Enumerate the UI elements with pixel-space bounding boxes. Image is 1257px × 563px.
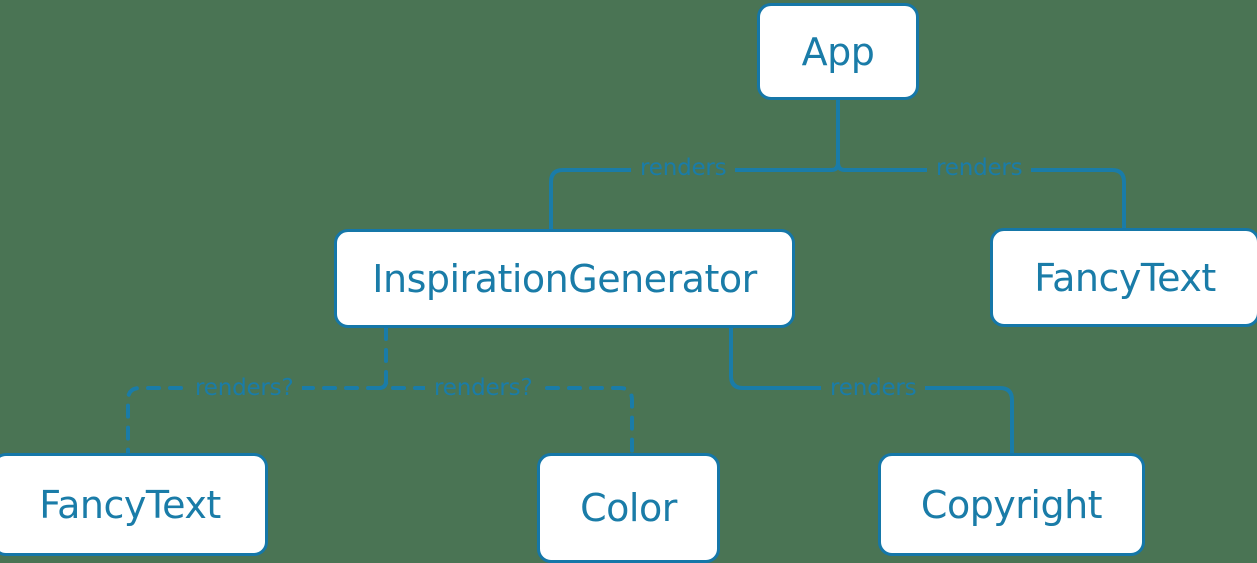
node-app-label: App	[801, 29, 875, 74]
edge-inspirationgenerator-to-fancytext	[126, 386, 381, 455]
node-color[interactable]: Color	[537, 453, 720, 563]
edge-label-app-to-inspirationgenerator: renders	[631, 157, 736, 180]
node-fancytext-left[interactable]: FancyText	[0, 453, 268, 556]
edge-label-inspirationgenerator-to-color: renders?	[425, 377, 542, 400]
edge-label-inspirationgenerator-to-copyright: renders	[821, 377, 926, 400]
edge-label-inspirationgenerator-to-fancytext: renders?	[186, 377, 303, 400]
edge-inspirationgenerator-dashed-stem	[384, 326, 395, 390]
edge-inspirationgenerator-to-color	[391, 386, 634, 455]
node-inspirationgenerator[interactable]: InspirationGenerator	[334, 229, 795, 328]
node-inspirationgenerator-label: InspirationGenerator	[372, 256, 757, 301]
node-fancytext-left-label: FancyText	[39, 482, 221, 527]
edge-app-stem	[836, 98, 847, 172]
node-copyright[interactable]: Copyright	[878, 453, 1145, 556]
edge-app-to-fancytext	[843, 168, 1126, 230]
node-fancytext-right[interactable]: FancyText	[990, 228, 1257, 327]
node-copyright-label: Copyright	[920, 482, 1103, 527]
node-color-label: Color	[580, 486, 677, 530]
edge-label-app-to-fancytext: renders	[927, 157, 1032, 180]
edge-app-to-inspirationgenerator	[549, 168, 833, 231]
node-fancytext-right-label: FancyText	[1034, 255, 1216, 300]
node-app[interactable]: App	[757, 3, 919, 100]
